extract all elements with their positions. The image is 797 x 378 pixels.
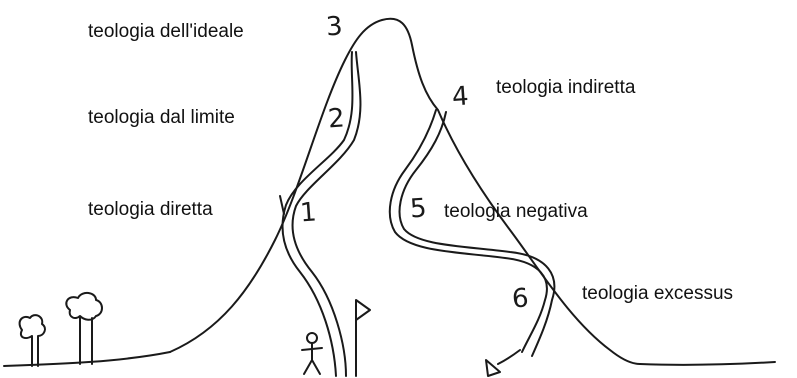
tree-icon [18, 314, 46, 367]
label-teologia-indiretta: teologia indiretta [496, 77, 636, 98]
marker-tick [279, 195, 285, 215]
descent-arrow [485, 349, 521, 377]
tree-icon-2 [65, 292, 103, 365]
number-5: 5 [408, 193, 428, 225]
number-3: 3 [324, 11, 344, 43]
number-6: 6 [510, 283, 530, 315]
number-1: 1 [298, 197, 318, 229]
path-descent-inner [398, 111, 556, 357]
ground-line-right [639, 361, 776, 366]
path-ascent-direct-inner [291, 51, 362, 377]
ground-line [3, 351, 171, 367]
mountain-outline [169, 17, 641, 365]
label-teologia-diretta: teologia diretta [88, 199, 213, 220]
number-4: 4 [450, 81, 470, 113]
label-teologia-ideale: teologia dell'ideale [88, 21, 244, 42]
label-teologia-negativa: teologia negativa [444, 201, 588, 222]
person-icon [301, 332, 323, 375]
path-descent [388, 109, 548, 353]
flag-icon [355, 299, 371, 377]
label-teologia-limite: teologia dal limite [88, 107, 235, 128]
path-ascent-direct [281, 51, 354, 377]
label-teologia-excessus: teologia excessus [582, 283, 734, 304]
number-2: 2 [326, 103, 346, 135]
